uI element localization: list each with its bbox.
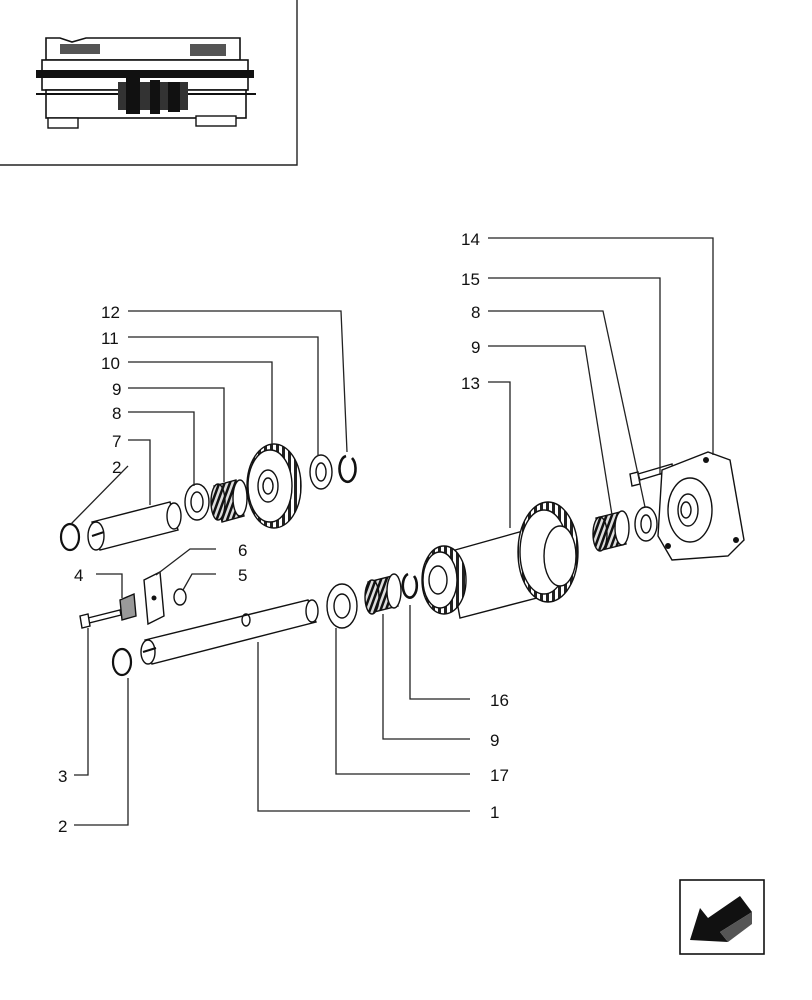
callout-2-top: 2 xyxy=(112,458,121,477)
spacer-ring-part xyxy=(326,583,358,629)
callout-14: 14 xyxy=(461,230,480,249)
lock-plate-assembly xyxy=(79,570,187,629)
callout-8-right: 8 xyxy=(471,303,480,322)
sleeve-shaft-part xyxy=(91,501,179,551)
circlip-part xyxy=(338,454,357,484)
callout-1: 1 xyxy=(490,803,499,822)
snap-ring-part xyxy=(111,647,133,677)
callout-8-left: 8 xyxy=(112,404,121,423)
callout-9-bottom: 9 xyxy=(490,731,499,750)
snap-ring-part xyxy=(59,522,81,552)
spur-gear-part xyxy=(246,443,302,529)
callout-7: 7 xyxy=(112,432,121,451)
needle-bearing-part xyxy=(364,573,402,615)
main-shaft-assembly xyxy=(111,572,419,677)
callout-17: 17 xyxy=(490,766,509,785)
callout-10: 10 xyxy=(101,354,120,373)
callout-16: 16 xyxy=(490,691,509,710)
callout-5: 5 xyxy=(238,566,247,585)
cluster-gear-part xyxy=(421,501,579,619)
callout-4: 4 xyxy=(74,566,83,585)
callout-12: 12 xyxy=(101,303,120,322)
callout-9-right: 9 xyxy=(471,338,480,357)
bearing-cover-part xyxy=(657,451,745,561)
leader-lines xyxy=(70,237,714,826)
callout-2-bottom: 2 xyxy=(58,817,67,836)
callout-3: 3 xyxy=(58,767,67,786)
upper-shaft-assembly xyxy=(59,443,357,552)
needle-bearing-part xyxy=(592,510,630,552)
washer-part xyxy=(173,588,187,606)
callout-13: 13 xyxy=(461,374,480,393)
bolt-part xyxy=(79,609,122,629)
callout-6: 6 xyxy=(238,541,247,560)
callout-labels: 14 15 8 9 13 12 11 10 9 8 7 2 6 5 4 16 9… xyxy=(58,230,509,836)
cluster-gear-assembly xyxy=(421,451,745,619)
next-page-arrow-icon[interactable] xyxy=(679,879,765,955)
callout-15: 15 xyxy=(461,270,480,289)
needle-bearing-part xyxy=(210,479,248,523)
locator-inset xyxy=(0,0,298,166)
callout-9-left: 9 xyxy=(112,380,121,399)
callout-11: 11 xyxy=(101,329,119,348)
circlip-part xyxy=(401,572,419,599)
main-shaft-part xyxy=(144,599,317,665)
transmission-thumbnail xyxy=(36,37,256,129)
